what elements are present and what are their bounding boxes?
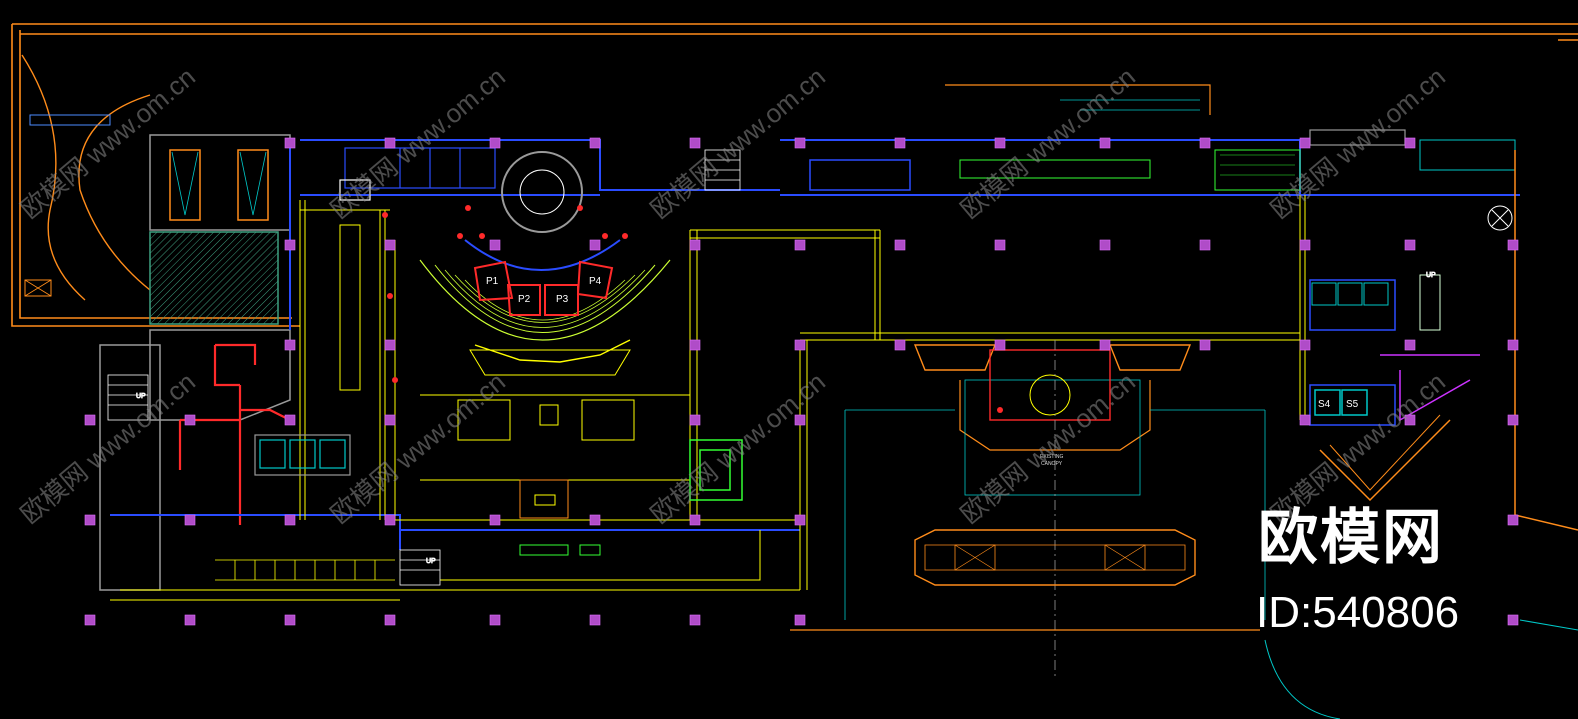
room-label-p1: P1 [486, 276, 499, 287]
watermark-repeat: 欧模网 www.om.cn [955, 366, 1141, 529]
washrooms [339, 147, 496, 201]
curved-auditorium [419, 151, 671, 376]
curved-ramp [21, 54, 151, 301]
canopy-label-line1: EXISTING [1040, 454, 1063, 460]
stairs: UP UP UP [107, 149, 1441, 586]
private-rooms: P1 P2 P3 P4 [473, 260, 614, 316]
column-markers [84, 137, 1519, 626]
room-label-p2: P2 [518, 294, 531, 305]
entrance-canopy: EXISTING CANOPY [790, 340, 1266, 680]
top-right-rooms [809, 84, 1516, 191]
stair-up-left: UP [136, 393, 146, 400]
hall-furniture [457, 399, 635, 556]
watermark-repeat: 欧模网 www.om.cn [955, 61, 1141, 224]
room-label-p3: P3 [556, 294, 569, 305]
watermark-brand-logo: 欧模网 [1258, 503, 1444, 573]
room-label-s5: S5 [1346, 399, 1359, 410]
elevators-left [254, 434, 351, 476]
room-label-s4: S4 [1318, 399, 1331, 410]
watermark-id: ID:540806 [1256, 588, 1460, 637]
door-markers [382, 205, 1003, 413]
watermark-repeat: 欧模网 www.om.cn [325, 366, 511, 529]
watermark-repeat: 欧模网 www.om.cn [1265, 61, 1451, 224]
watermark-repeat: 欧模网 www.om.cn [645, 366, 831, 529]
bar-counter [689, 439, 743, 501]
stair-up-mid: UP [426, 558, 436, 565]
watermark-repeat: 欧模网 www.om.cn [15, 61, 201, 224]
site-boundary [11, 23, 1578, 327]
stair-up-right: UP [1426, 272, 1436, 279]
room-label-p4: P4 [589, 276, 602, 287]
watermark-repeat: 欧模网 www.om.cn [325, 61, 511, 224]
bottom-rooms [215, 559, 395, 581]
canopy-label-line2: CANOPY [1041, 461, 1063, 467]
